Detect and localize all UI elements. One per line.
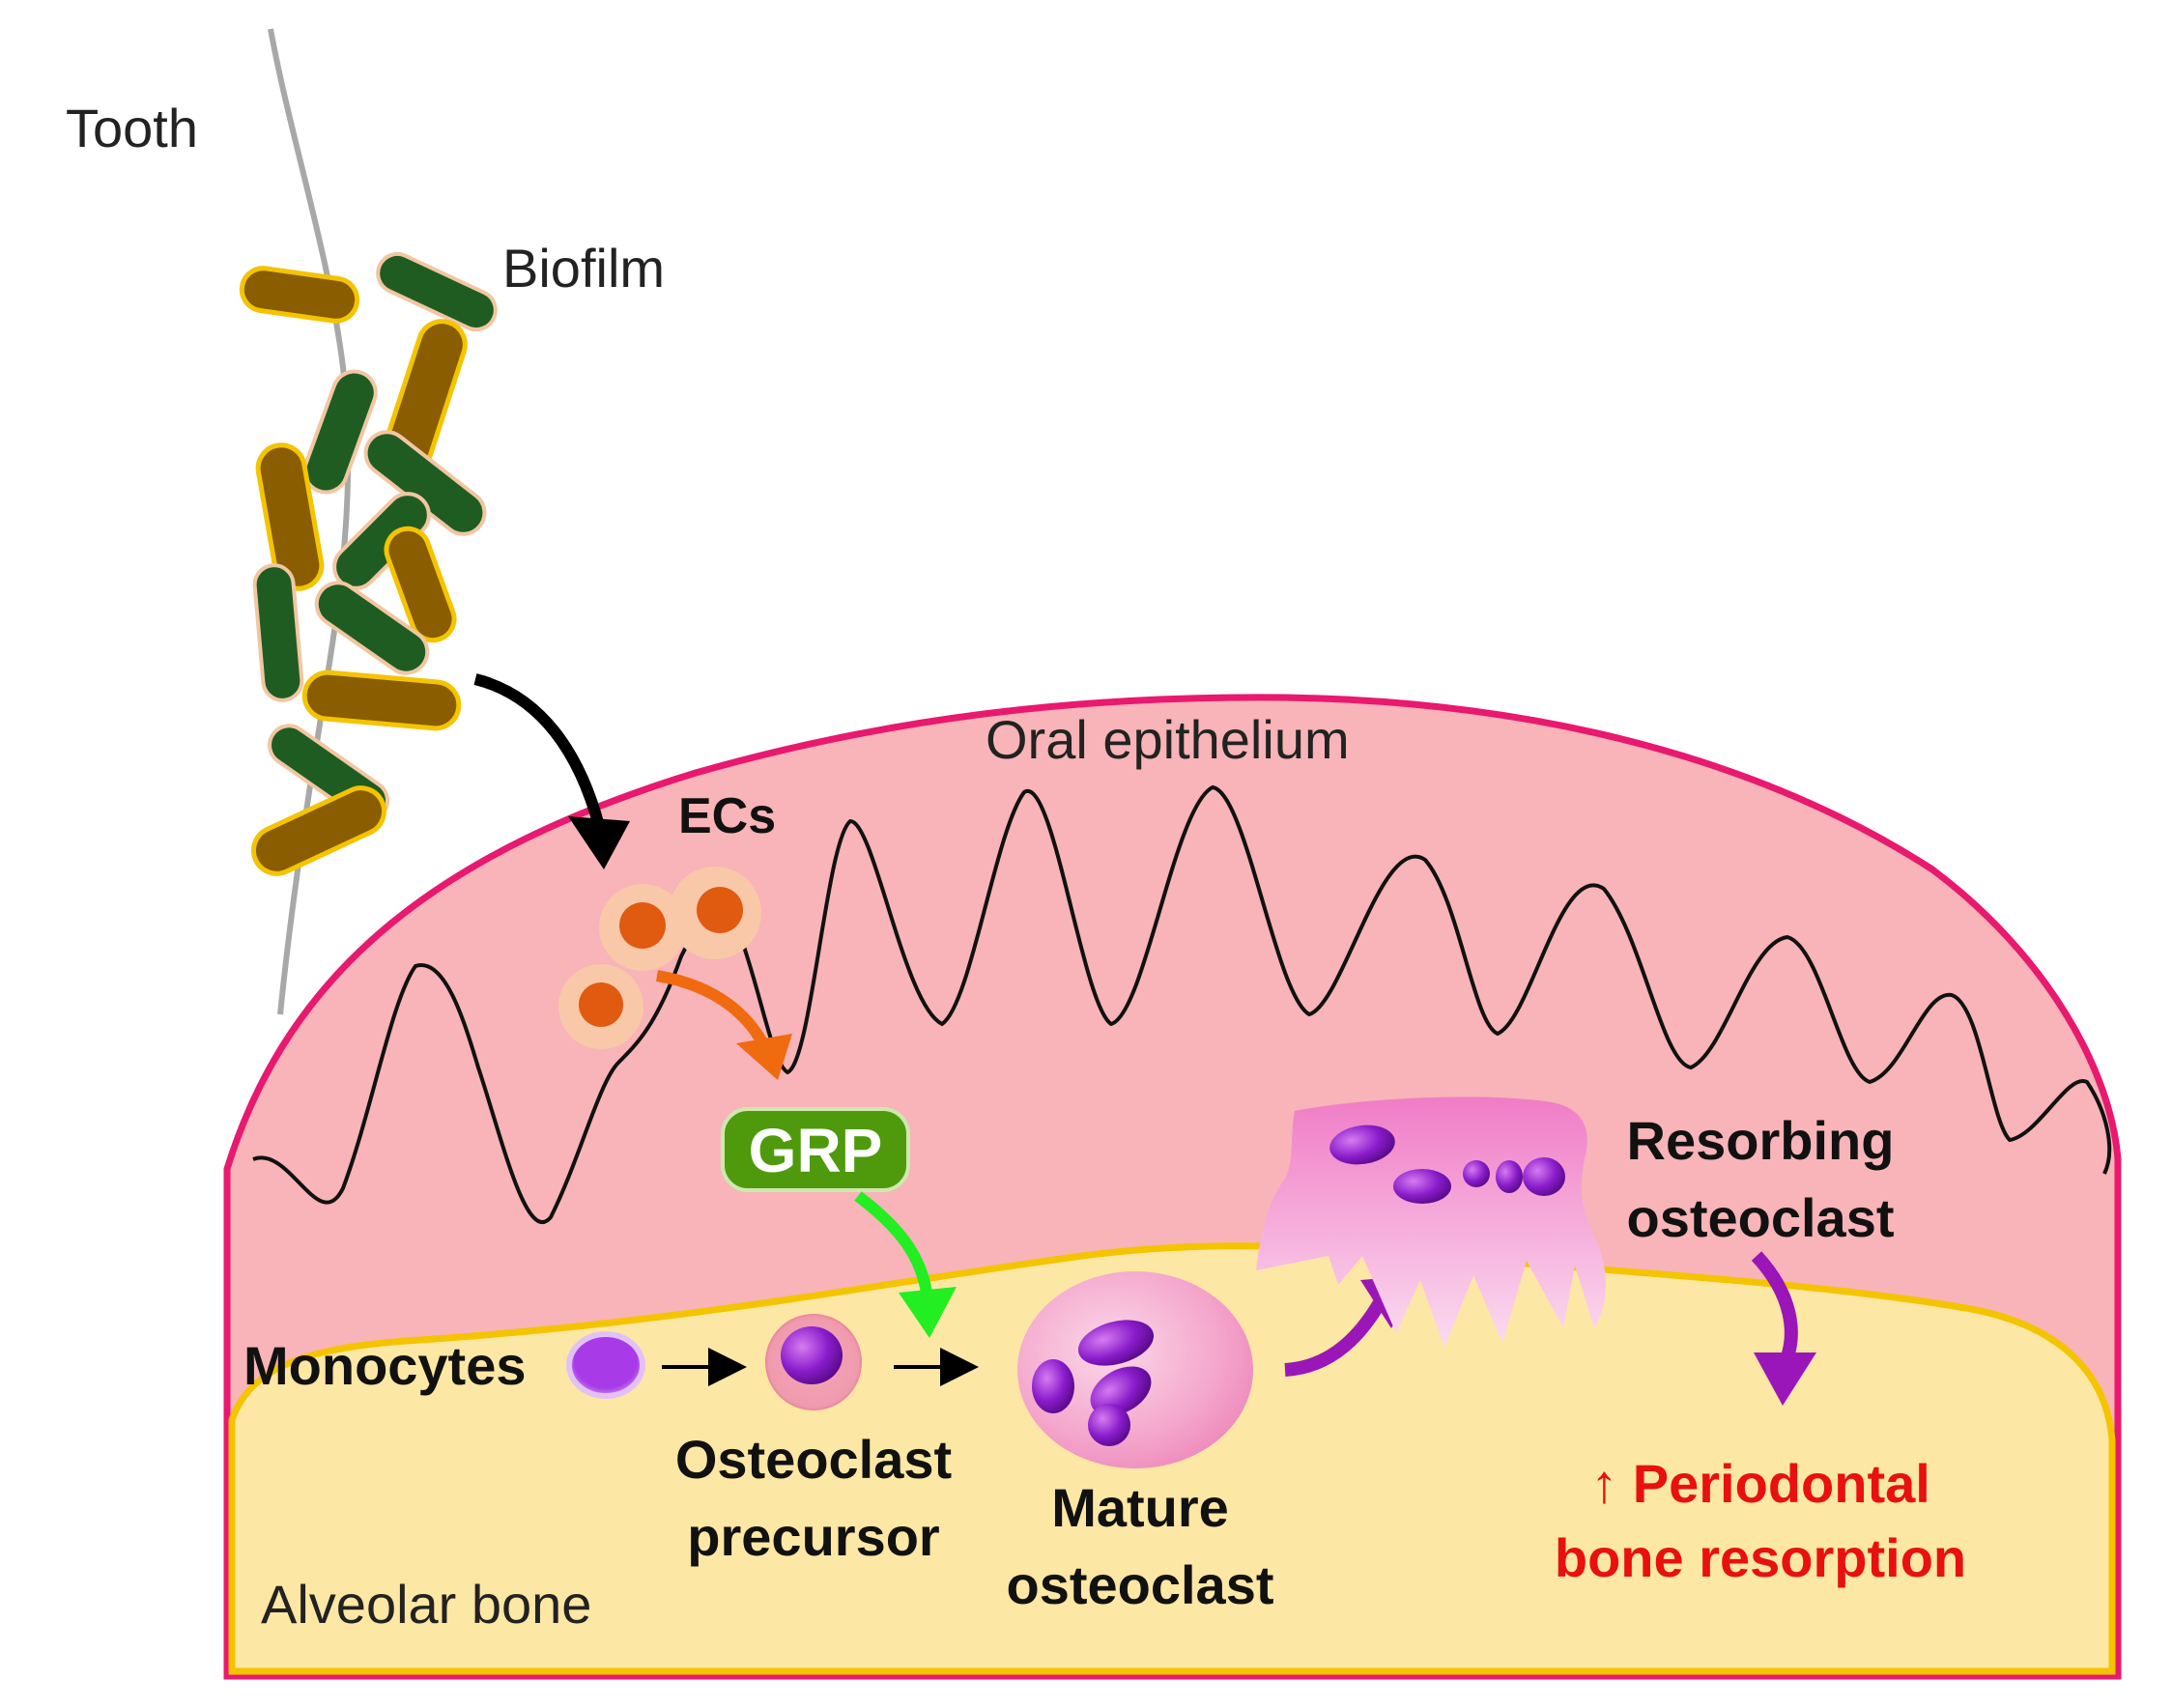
biofilm-to-ecs-arrowhead	[568, 816, 630, 869]
bacterium	[255, 442, 325, 591]
bacterium	[302, 369, 378, 495]
ec-nucleus	[619, 902, 666, 949]
precursor-nucleus	[781, 1326, 843, 1384]
mature-nucleus	[1090, 1366, 1152, 1416]
grp-badge	[721, 1107, 910, 1192]
resorbing-osteoclast-label-line1: Resorbing	[1627, 1110, 1895, 1171]
resorbing-nucleus	[1496, 1160, 1523, 1193]
result-label-line1: ↑ Periodontal	[1590, 1453, 1930, 1514]
biofilm-bacteria-cluster	[239, 251, 498, 876]
resorbing-nucleus	[1463, 1160, 1490, 1187]
mature-osteoclast-label-line1: Mature	[1051, 1477, 1229, 1538]
bacterium	[250, 785, 387, 876]
resorbing-osteoclast-label-line2: osteoclast	[1627, 1187, 1895, 1248]
bacterium	[384, 526, 457, 643]
ecs-to-grp-arrowhead	[736, 1034, 792, 1080]
oral-epithelium-label: Oral epithelium	[986, 709, 1350, 770]
ecs-to-grp-arrow	[656, 970, 771, 1051]
grp-label: GRP	[749, 1116, 883, 1185]
mature-nucleus	[1032, 1359, 1074, 1413]
osteoclast-precursor-label-line1: Osteoclast	[675, 1429, 952, 1490]
biofilm-to-ecs-arrow	[473, 673, 605, 828]
bacterium	[314, 581, 430, 675]
tooth-label: Tooth	[66, 98, 198, 158]
monocytes-label: Monocytes	[243, 1335, 527, 1396]
resorbing-nucleus	[1329, 1124, 1395, 1165]
bacterium	[239, 266, 360, 324]
monocyte-icon	[566, 1331, 645, 1399]
alveolar-bone-label: Alveolar bone	[261, 1574, 591, 1635]
mature-to-resorbing-arrow	[1284, 1295, 1388, 1377]
bacterium	[376, 251, 498, 332]
ec-nucleus	[579, 982, 623, 1027]
mature-nucleus	[1088, 1404, 1130, 1446]
resorbing-to-result-arrowhead	[1754, 1352, 1816, 1406]
epithelial-cells	[558, 867, 761, 1049]
osteoclast-precursor-label-line2: precursor	[687, 1506, 939, 1567]
grp-to-differentiation-arrowhead	[899, 1287, 957, 1338]
ecs-label: ECs	[678, 788, 776, 844]
biofilm-label: Biofilm	[502, 238, 665, 299]
ec-nucleus	[697, 887, 743, 933]
bacterium	[301, 669, 462, 731]
rete-ridges-line	[252, 784, 2112, 1224]
grp-to-differentiation-arrow	[854, 1191, 933, 1300]
mature-osteoclast-label-line2: osteoclast	[1007, 1554, 1274, 1615]
result-label-line2: bone resorption	[1555, 1527, 1966, 1588]
resorbing-nucleus	[1523, 1157, 1565, 1196]
mature-nucleus	[1077, 1320, 1155, 1366]
resorbing-nucleus	[1393, 1169, 1451, 1204]
bacterium	[252, 563, 304, 702]
resorbing-to-result-arrow	[1751, 1251, 1798, 1365]
